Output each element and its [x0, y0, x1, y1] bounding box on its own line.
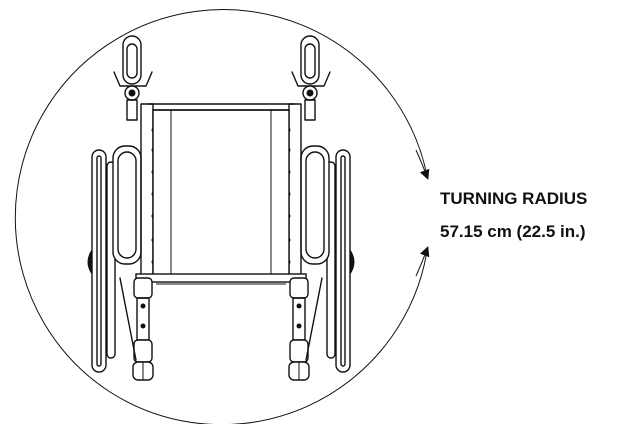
circle-arc-lower	[109, 247, 428, 424]
arrow-lower-icon	[415, 246, 430, 277]
wheelchair-top-view	[87, 35, 355, 381]
right-handrim	[326, 161, 336, 359]
right-armrest	[300, 145, 330, 265]
left-front-caster	[132, 277, 154, 381]
right-frame-tube	[288, 103, 302, 281]
right-caster-strut	[305, 277, 323, 361]
front-crossbar	[135, 273, 307, 285]
turning-radius-value: 57.15 cm (22.5 in.)	[440, 222, 586, 241]
left-push-handle	[113, 35, 153, 121]
circle-arc-upper	[14, 9, 428, 393]
arrow-upper-icon	[415, 149, 430, 180]
right-rear-wheel	[335, 149, 355, 373]
left-armrest	[112, 145, 142, 265]
turning-radius-circle	[14, 9, 430, 424]
right-front-caster	[288, 277, 310, 381]
right-push-handle	[291, 35, 331, 121]
left-handrim	[106, 161, 116, 359]
turning-radius-title: TURNING RADIUS	[440, 189, 588, 208]
left-rear-wheel	[87, 149, 107, 373]
left-caster-strut	[119, 277, 137, 361]
left-frame-tube	[140, 103, 154, 281]
seat-panel	[147, 103, 295, 277]
